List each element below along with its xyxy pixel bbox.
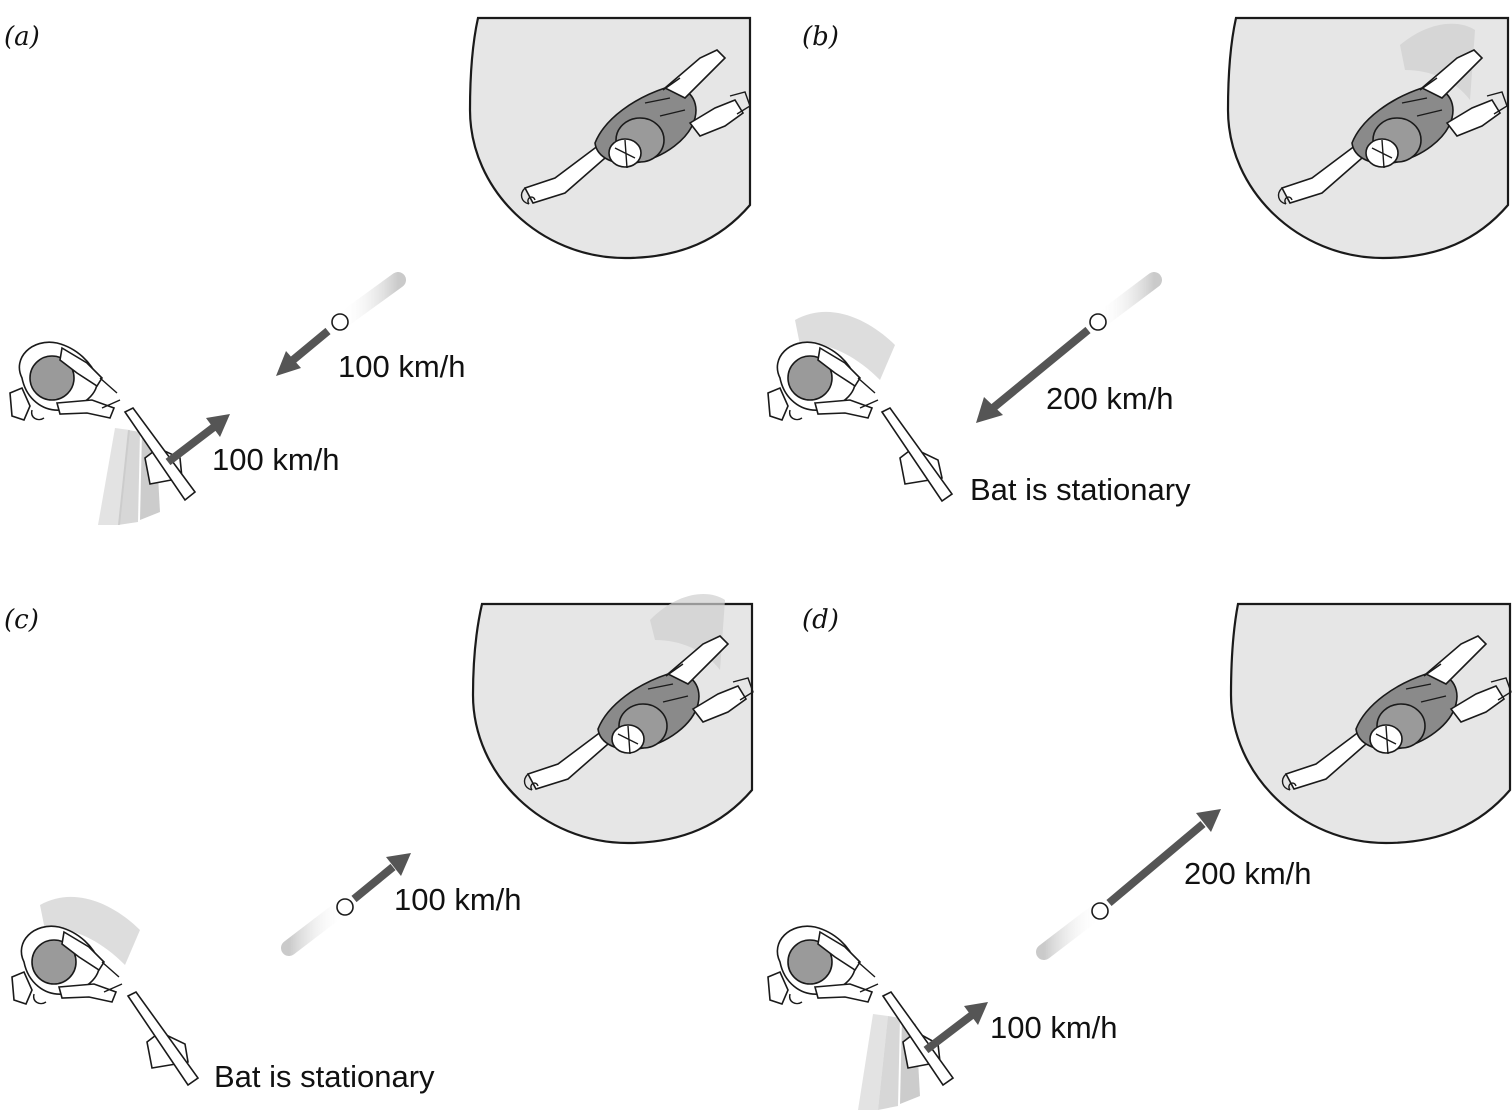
- ball-velocity-arrow-a: [290, 327, 331, 364]
- bat-swing-blur-a2: [118, 430, 140, 525]
- bat-status-label-b: Bat is stationary: [970, 472, 1191, 507]
- bat-arrowhead-a: [206, 414, 230, 437]
- panel-b: (b) 200 km/h Bat is stationary: [767, 16, 1510, 507]
- ball-velocity-arrow-c: [351, 863, 396, 903]
- panel-c-label: (c): [4, 605, 39, 635]
- bat-swing-blur-d2: [878, 1016, 900, 1110]
- panel-b-label: (b): [802, 22, 839, 52]
- ball-trail-d: [1036, 902, 1107, 960]
- bat-a: [123, 406, 197, 502]
- ball-trail-c: [281, 898, 352, 956]
- panel-a-label: (a): [4, 22, 40, 52]
- batter-motion-blur-b: [795, 311, 895, 380]
- bat-speed-label-a: 100 km/h: [212, 442, 340, 477]
- baseball-c: [336, 898, 354, 916]
- ball-velocity-arrow-d: [1106, 820, 1206, 907]
- bat-arrowhead-d: [964, 1002, 988, 1025]
- panel-d-label: (d): [802, 605, 839, 635]
- bat-status-label-c: Bat is stationary: [214, 1059, 435, 1094]
- ball-speed-label-b: 200 km/h: [1046, 381, 1174, 416]
- bat-b: [880, 406, 954, 503]
- ball-arrowhead-a: [276, 351, 301, 376]
- bat-velocity-arrow-d: [923, 1011, 975, 1054]
- baseball-d: [1091, 902, 1109, 920]
- baseball-b: [1089, 313, 1107, 331]
- ball-arrowhead-d: [1196, 809, 1221, 832]
- ball-trail-a: [332, 272, 406, 330]
- ball-speed-label-c: 100 km/h: [394, 882, 522, 917]
- bat-velocity-arrow-a: [165, 423, 217, 466]
- ball-speed-label-d: 200 km/h: [1184, 856, 1312, 891]
- ball-arrowhead-b: [976, 397, 1003, 423]
- baseball-a: [331, 313, 349, 331]
- bat-c: [126, 990, 200, 1087]
- ball-arrowhead-c: [386, 853, 411, 876]
- batter-a: [9, 341, 121, 421]
- ball-velocity-arrow-b: [990, 326, 1091, 412]
- bat-swing-blur-d1: [858, 1014, 888, 1110]
- bat-d: [881, 990, 955, 1087]
- ball-speed-label-a: 100 km/h: [338, 349, 466, 384]
- bat-speed-label-d: 100 km/h: [990, 1010, 1118, 1045]
- panel-d: (d) 200 km/h 100 km/h: [767, 602, 1512, 1110]
- batter-motion-blur-c: [40, 896, 140, 965]
- ball-trail-b: [1090, 272, 1162, 330]
- batter-d: [767, 925, 879, 1005]
- panel-a: (a) 100 km/h 100 km/h: [4, 16, 752, 525]
- panel-c: (c) 100 km/h Bat is stationary: [4, 594, 754, 1094]
